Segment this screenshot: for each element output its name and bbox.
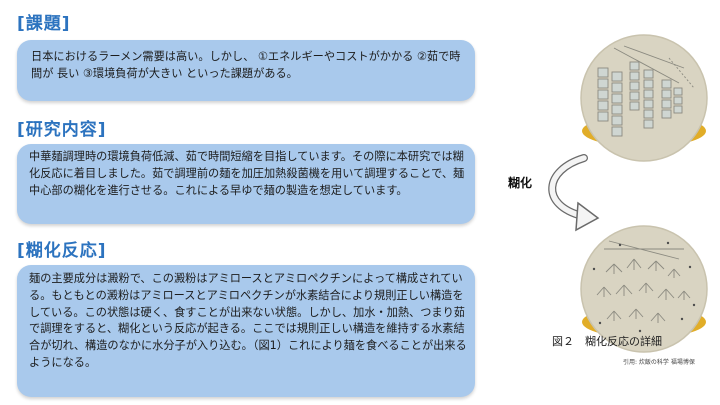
research-heading: [研究内容] (17, 120, 107, 140)
curved-arrow-icon (548, 154, 600, 232)
gelatinization-heading: [糊化反応] (17, 241, 107, 261)
figure-caption: 図２ 糊化反応の詳細 (552, 335, 662, 348)
issue-text: 日本におけるラーメン需要は高い。しかし、 ①エネルギーやコストがかかる ②茹で時… (31, 50, 461, 80)
figure-source: 引用: 炊飯の科学 福場博保 (623, 359, 695, 366)
issue-heading: [課題] (17, 14, 71, 34)
research-box: 中華麺調理時の環境負荷低減、茹で時間短縮を目指しています。その際に本研究では糊化… (17, 144, 475, 224)
arrow-label: 糊化 (508, 176, 533, 190)
gelatinization-box: 麺の主要成分は澱粉で、この澱粉はアミロースとアミロペクチンによって構成されている… (17, 265, 475, 397)
research-text: 中華麺調理時の環境負荷低減、茹で時間短縮を目指しています。その際に本研究では糊化… (29, 150, 465, 197)
issue-box: 日本におけるラーメン需要は高い。しかし、 ①エネルギーやコストがかかる ②茹で時… (17, 40, 475, 101)
starch-after-figure (580, 225, 708, 353)
gelatinization-text: 麺の主要成分は澱粉で、この澱粉はアミロースとアミロペクチンによって構成されている… (29, 272, 467, 369)
starch-before-figure (580, 34, 708, 162)
